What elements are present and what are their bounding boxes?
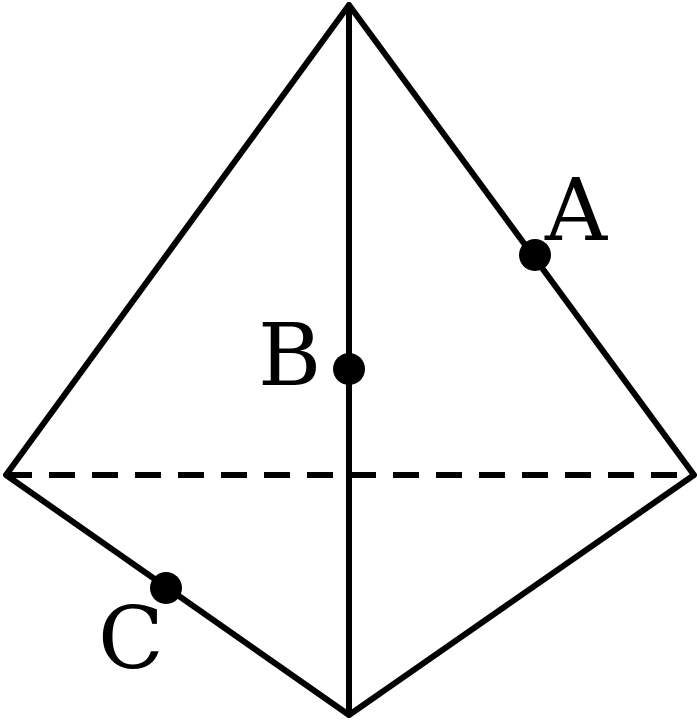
- point-b-label: B: [258, 306, 321, 406]
- point-c: [150, 572, 182, 604]
- point-a-label: A: [544, 161, 608, 261]
- edge-apex-left: [3, 2, 352, 478]
- point-c-label: C: [98, 589, 164, 689]
- edge-right-bottom: [346, 472, 697, 718]
- edge-apex-right: [346, 2, 697, 478]
- point-a: [519, 239, 551, 271]
- point-b: [333, 353, 365, 385]
